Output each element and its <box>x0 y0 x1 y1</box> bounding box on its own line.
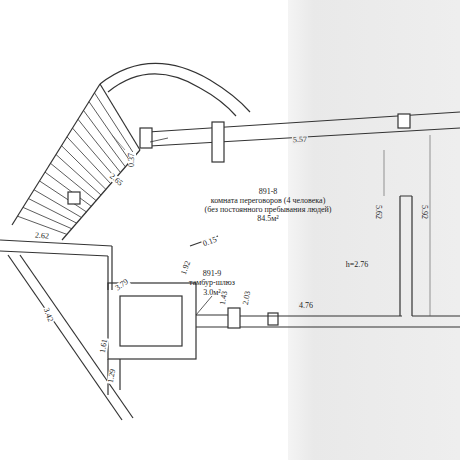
vestibule-wall <box>120 296 182 346</box>
stair-tread <box>62 146 106 190</box>
pillar <box>398 114 410 128</box>
copy-shading <box>288 0 460 460</box>
room-number: 891-9 <box>189 269 235 278</box>
stair-tread <box>40 181 87 212</box>
stair-edge <box>12 84 100 225</box>
stair-tread <box>67 137 111 184</box>
door-leaf <box>196 296 212 315</box>
room-text: тамбур-шлюз <box>189 278 235 287</box>
dimension-label: 0.15 <box>201 236 219 249</box>
dimension-label: 3.42 <box>42 306 55 324</box>
room-label: 891-9тамбур-шлюз3.0м² <box>186 268 238 298</box>
walls <box>0 63 460 420</box>
pillar <box>228 308 240 328</box>
wall-line <box>400 196 412 316</box>
room-number: 891-8 <box>205 187 332 196</box>
dimension-label: 4.76 <box>298 302 314 310</box>
wall-line <box>8 255 122 420</box>
dimension-label: 3.79 <box>113 277 131 293</box>
door-leaf <box>150 138 168 142</box>
dimension-label: 5.57 <box>292 136 308 145</box>
wall-line <box>20 255 133 418</box>
wall-line <box>150 128 460 146</box>
stair-tread <box>56 155 101 196</box>
arc-outline <box>100 63 250 112</box>
wall-line <box>0 251 108 256</box>
dimension-label: 2.62 <box>34 231 51 240</box>
dimension-label: 0.37 <box>128 152 136 168</box>
dimension-label: h=2.76 <box>345 261 370 269</box>
dimension-label: 5.92 <box>420 204 428 220</box>
pillar <box>68 192 80 204</box>
room-text: (без постоянного пребывания людей) <box>205 205 332 214</box>
room-text: 84.5м² <box>205 214 332 223</box>
vestibule-wall <box>108 283 196 359</box>
wall-line <box>196 315 230 327</box>
stair-tread <box>23 207 72 228</box>
wall-line <box>412 315 460 316</box>
wall-line <box>0 240 112 246</box>
pillar <box>268 313 278 325</box>
room-text: комната переговоров (4 человека) <box>205 196 332 205</box>
dimension-lines <box>112 135 430 316</box>
stair-tread <box>84 110 126 166</box>
pillar <box>212 122 224 162</box>
dimension-label: 1.92 <box>180 259 193 277</box>
wall-line <box>240 316 460 327</box>
dimension-label: 2.03 <box>242 289 253 306</box>
dimension-label: 5.62 <box>374 204 382 220</box>
dimension-label: 1.43 <box>219 289 230 306</box>
dimension-label: 1.29 <box>107 367 118 384</box>
wall-line <box>148 112 460 132</box>
arc-outline <box>108 74 236 116</box>
stair-tread <box>95 93 136 156</box>
stair-tread <box>73 128 116 178</box>
dimension-label: 2.65 <box>107 172 124 188</box>
stair-tread <box>78 119 121 172</box>
stair-tread <box>89 102 130 162</box>
pillar <box>140 128 152 148</box>
room-label: 891-8комната переговоров (4 человека)(бе… <box>202 186 335 225</box>
